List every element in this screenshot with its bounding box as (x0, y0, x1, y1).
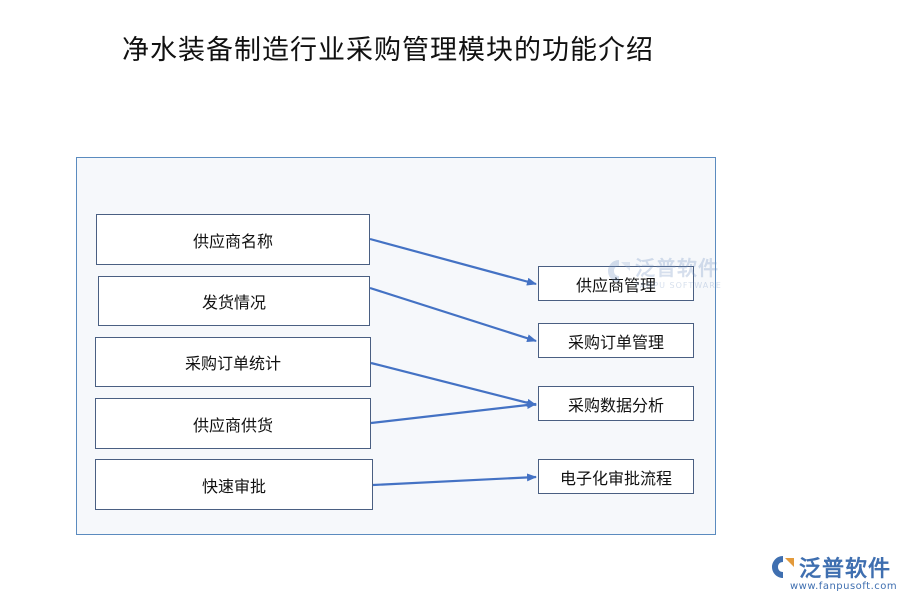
right-box-label: 采购订单管理 (567, 332, 664, 352)
left-box-label: 快速审批 (201, 476, 266, 496)
arrow-quick-approval-to-workflow (372, 473, 537, 487)
right-box-label: 电子化审批流程 (559, 468, 672, 488)
left-box-quick-approval: 快速审批 (95, 459, 373, 510)
brand-name: 泛普软件 (799, 557, 892, 582)
right-box-label: 供应商管理 (575, 275, 656, 295)
right-box-data-analysis: 采购数据分析 (538, 386, 694, 421)
arrow-supplier-name-to-supplier-management (369, 237, 537, 286)
left-box-label: 发货情况 (201, 293, 266, 312)
left-box-label: 供应商供货 (192, 415, 273, 435)
left-box-label: 采购订单统计 (184, 354, 281, 373)
left-box-supplier-name: 供应商名称 (96, 214, 370, 265)
arrow-po-statistics-to-data-analysis (370, 361, 537, 407)
right-box-label: 采购数据分析 (567, 395, 664, 415)
right-box-po-management: 采购订单管理 (538, 323, 694, 358)
arrow-supplier-supply-to-data-analysis (370, 401, 537, 425)
right-box-approval-workflow: 电子化审批流程 (538, 459, 694, 494)
brand-logo: 泛普软件 (770, 551, 891, 583)
left-box-supplier-supply: 供应商供货 (95, 398, 371, 449)
right-box-supplier-management: 供应商管理 (538, 266, 694, 301)
arrow-shipping-to-po-management (369, 286, 537, 343)
left-box-po-statistics: 采购订单统计 (95, 337, 371, 387)
left-box-shipping-status: 发货情况 (98, 276, 370, 326)
left-box-label: 供应商名称 (192, 231, 273, 251)
brand-url: www.fanpusoft.com (790, 581, 898, 592)
fanpu-logo-icon (772, 556, 794, 578)
page-title: 净水装备制造行业采购管理模块的功能介绍 (122, 35, 654, 66)
